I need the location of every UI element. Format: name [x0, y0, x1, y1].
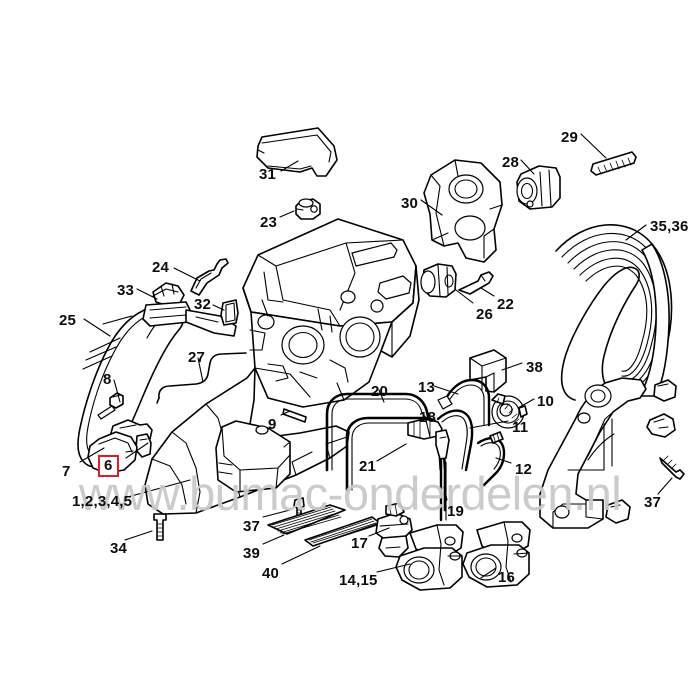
part-13-shape	[437, 378, 491, 427]
part-39-40-shape	[267, 504, 381, 547]
callout-label-24: 24	[152, 259, 170, 276]
callout-label-17: 17	[351, 535, 369, 552]
callout-label-14-15: 14,15	[339, 572, 378, 589]
callout-label-1-5: 1,2,3,4,5	[72, 493, 133, 510]
callout-label-20: 20	[371, 383, 389, 400]
callout-label-10: 10	[537, 393, 555, 410]
callout-label-35-36: 35,36	[650, 218, 689, 235]
part-19-shape	[439, 458, 447, 522]
part-35-36-shape	[555, 224, 673, 401]
callout-label-7: 7	[62, 463, 71, 480]
callout-label-40: 40	[262, 565, 280, 582]
callout-label-16: 16	[498, 569, 516, 586]
callout-label-33: 33	[117, 282, 135, 299]
part-32-shape	[220, 299, 239, 326]
part-34-shape	[153, 513, 167, 541]
callout-label-23: 23	[260, 214, 278, 231]
part-24-shape	[190, 258, 229, 296]
part-37-right-shape	[659, 455, 685, 480]
part-11-shape	[436, 409, 474, 472]
callout-label-11: 11	[512, 419, 529, 436]
leader-lines	[79, 133, 673, 579]
callout-label-26: 26	[476, 306, 494, 323]
callout-label-37a: 37	[243, 518, 261, 535]
callout-label-34: 34	[110, 540, 128, 557]
part-23-shape	[295, 198, 321, 220]
part-22-shape	[458, 271, 494, 295]
callout-label-6[interactable]: 6	[98, 455, 119, 477]
callout-label-21: 21	[359, 458, 377, 475]
part-20-shape	[325, 392, 432, 472]
part-31-shape	[256, 127, 338, 177]
main-housing-shape	[144, 218, 420, 515]
part-29-shape	[590, 151, 637, 176]
callout-label-25: 25	[59, 312, 77, 329]
callout-label-39: 39	[243, 545, 261, 562]
callout-label-30: 30	[401, 195, 419, 212]
part-10-shape	[491, 393, 528, 429]
callout-label-28: 28	[502, 154, 520, 171]
callout-label-31: 31	[259, 166, 277, 183]
part-27-shape	[156, 352, 247, 404]
callout-label-22: 22	[497, 296, 515, 313]
callout-label-9: 9	[268, 416, 277, 433]
part-12-shape	[476, 431, 506, 487]
callout-label-19: 19	[447, 503, 465, 520]
callout-label-8: 8	[103, 371, 112, 388]
part-28-shape	[516, 165, 561, 210]
part-33-shape	[142, 282, 237, 337]
callout-label-27: 27	[188, 349, 206, 366]
callout-label-37b: 37	[644, 494, 662, 511]
part-14-15-shape	[395, 524, 464, 591]
callout-label-38: 38	[526, 359, 544, 376]
part-16-shape	[462, 521, 531, 588]
callout-label-32: 32	[194, 296, 212, 313]
part-26-shape	[420, 263, 457, 298]
callout-label-12: 12	[515, 461, 533, 478]
callout-label-29: 29	[561, 129, 579, 146]
part-18-shape	[407, 418, 450, 460]
callout-label-18: 18	[419, 409, 437, 426]
part-9-shape	[282, 408, 307, 423]
callout-label-13: 13	[418, 379, 436, 396]
part-30-shape	[423, 159, 503, 263]
rear-handle-frame-shape	[539, 377, 677, 529]
